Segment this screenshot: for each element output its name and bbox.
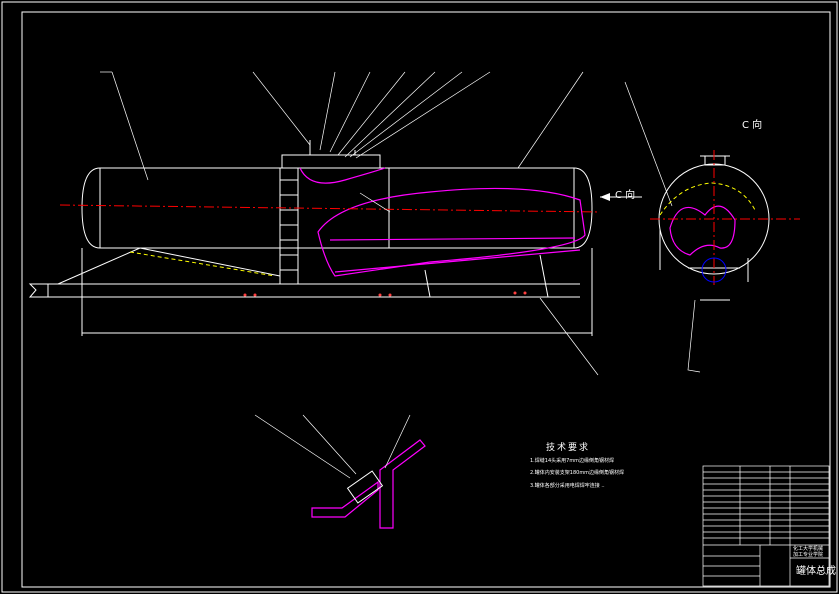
hidden-line [129,251,276,277]
end-view-section [669,205,736,256]
end-view-detail-circle [701,257,727,283]
tech-requirement-2: 2.罐体内安装支架180mm边缘倒角钢材焊 [530,470,625,476]
title-block-company: 化工大学机械 加工专业学院 [793,546,823,558]
c-view-arrowhead [600,193,610,201]
tank-centerline [59,204,601,213]
company-line-2: 加工专业学院 [793,552,824,558]
title-block [702,465,830,587]
tank-side-view [28,140,593,336]
end-view-hidden [659,182,756,216]
drawing-title: 罐体总成 [796,566,836,577]
tech-requirement-1: 1.焊缝14头采用7mm边缘倒角钢材焊 [530,458,615,464]
detail-bolt [346,470,384,504]
end-view-leader [687,299,701,373]
view-c-title: C 向 [742,120,763,131]
company-line-1: 化工大学机械 [793,546,824,552]
tow-hitch [28,283,48,298]
tank-shell [81,167,593,249]
tech-requirements-title: 技术要求 [546,443,591,453]
leader-lines [100,71,673,376]
tech-requirement-3: 3.罐体各部分采用电焊焊牢连接 .. [530,483,605,489]
view-c-arrow-label: C 向 [615,190,636,201]
internal-section [299,167,586,277]
support-slope [57,247,141,285]
detail-view [311,439,426,529]
manhole-flange [281,154,381,169]
inner-border [21,11,831,588]
detail-leaders [254,414,411,479]
mount-points [243,291,527,297]
